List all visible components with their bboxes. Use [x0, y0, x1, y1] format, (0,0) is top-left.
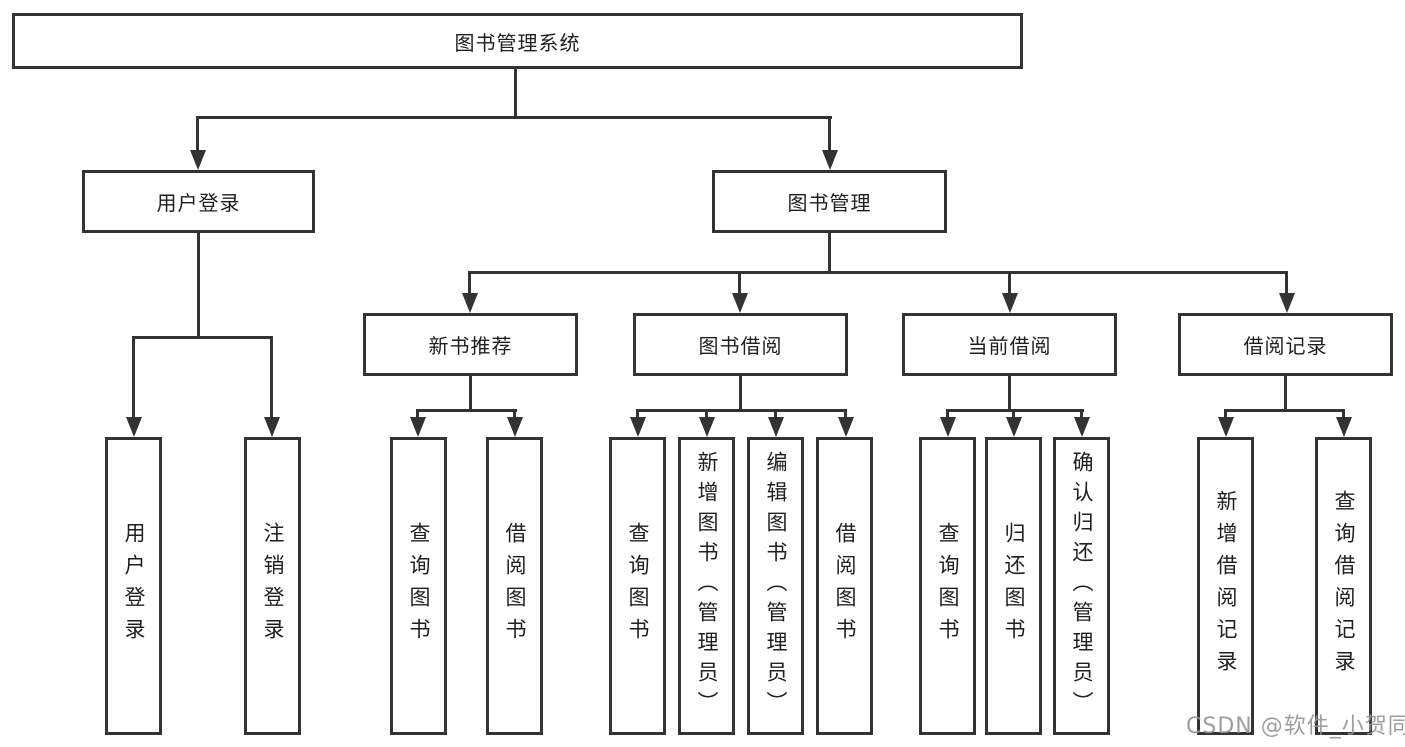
node-new-book-recommend: 新书推荐 — [363, 313, 578, 376]
csdn-watermark: CSDN @软件_小贺同学 — [1186, 714, 1405, 739]
arrowhead-down-icon — [1218, 417, 1234, 437]
arrowhead-down-icon — [126, 417, 142, 437]
node-borrow-query: 查询图书 — [609, 437, 666, 735]
arrowhead-down-icon — [699, 417, 715, 437]
connector-line — [946, 409, 1084, 412]
connector-line — [705, 409, 708, 419]
node-current-borrow: 当前借阅 — [902, 313, 1117, 376]
connector-line — [270, 336, 273, 417]
arrowhead-down-icon — [1336, 417, 1352, 437]
connector-line — [513, 409, 516, 419]
connector-line — [828, 116, 831, 151]
node-borrow-edit: 编辑图书（管理员） — [747, 437, 804, 735]
node-label: 确认归还（管理员） — [1070, 451, 1094, 721]
arrowhead-down-icon — [1006, 417, 1022, 437]
node-label: 借阅图书 — [833, 522, 857, 650]
arrowhead-down-icon — [1074, 417, 1090, 437]
connector-line — [416, 409, 419, 419]
connector-line — [132, 336, 135, 417]
connector-line — [774, 409, 777, 419]
node-label: 查询图书 — [626, 522, 650, 650]
node-login-logout: 注销登录 — [244, 437, 301, 735]
connector-line — [1285, 271, 1288, 293]
arrowhead-down-icon — [1279, 293, 1295, 313]
node-label: 查询图书 — [407, 522, 431, 650]
connector-line — [1224, 409, 1345, 412]
node-label: 新增借阅记录 — [1214, 490, 1238, 682]
connector-line — [636, 409, 639, 419]
node-root: 图书管理系统 — [12, 13, 1023, 69]
node-label: 新增图书（管理员） — [695, 451, 719, 721]
connector-line — [416, 409, 517, 412]
arrowhead-down-icon — [264, 417, 280, 437]
node-records-add: 新增借阅记录 — [1197, 437, 1254, 735]
connector-line — [196, 116, 832, 119]
connector-line — [1284, 376, 1287, 409]
arrowhead-down-icon — [190, 150, 206, 170]
node-borrow-records: 借阅记录 — [1178, 313, 1393, 376]
node-borrow-borrow: 借阅图书 — [816, 437, 873, 735]
node-book-borrow: 图书借阅 — [633, 313, 848, 376]
node-current-query: 查询图书 — [919, 437, 976, 735]
connector-line — [738, 271, 741, 293]
arrowhead-down-icon — [822, 150, 838, 170]
connector-line — [196, 116, 199, 151]
node-label: 归还图书 — [1002, 522, 1026, 650]
node-login-user: 用户登录 — [105, 437, 162, 735]
arrowhead-down-icon — [507, 417, 523, 437]
connector-line — [514, 68, 517, 117]
connector-line — [1342, 409, 1345, 419]
connector-line — [468, 271, 471, 293]
node-label: 注销登录 — [261, 522, 285, 650]
connector-line — [828, 233, 831, 271]
connector-line — [844, 409, 847, 419]
arrowhead-down-icon — [630, 417, 646, 437]
connector-line — [197, 233, 200, 336]
arrowhead-down-icon — [940, 417, 956, 437]
connector-line — [469, 376, 472, 409]
connector-line — [1008, 271, 1011, 293]
node-user-login: 用户登录 — [82, 170, 315, 233]
arrowhead-down-icon — [1002, 293, 1018, 313]
node-current-confirm-return: 确认归还（管理员） — [1053, 437, 1110, 735]
arrowhead-down-icon — [410, 417, 426, 437]
node-label: 查询借阅记录 — [1332, 490, 1356, 682]
node-newbook-query: 查询图书 — [390, 437, 447, 735]
node-records-query: 查询借阅记录 — [1315, 437, 1372, 735]
node-newbook-borrow: 借阅图书 — [486, 437, 543, 735]
connector-line — [1008, 376, 1011, 409]
connector-line — [739, 376, 742, 409]
node-label: 编辑图书（管理员） — [764, 451, 788, 721]
arrowhead-down-icon — [462, 293, 478, 313]
connector-line — [636, 409, 847, 412]
node-label: 用户登录 — [122, 522, 146, 650]
node-current-return: 归还图书 — [985, 437, 1042, 735]
node-book-management: 图书管理 — [712, 170, 947, 233]
node-borrow-add: 新增图书（管理员） — [678, 437, 735, 735]
node-label: 查询图书 — [936, 522, 960, 650]
connector-line — [946, 409, 949, 419]
connector-line — [468, 271, 1288, 274]
connector-line — [1080, 409, 1083, 419]
node-label: 借阅图书 — [503, 522, 527, 650]
connector-line — [132, 336, 273, 339]
connector-line — [1224, 409, 1227, 419]
connector-line — [1012, 409, 1015, 419]
arrowhead-down-icon — [768, 417, 784, 437]
arrowhead-down-icon — [732, 293, 748, 313]
arrowhead-down-icon — [838, 417, 854, 437]
